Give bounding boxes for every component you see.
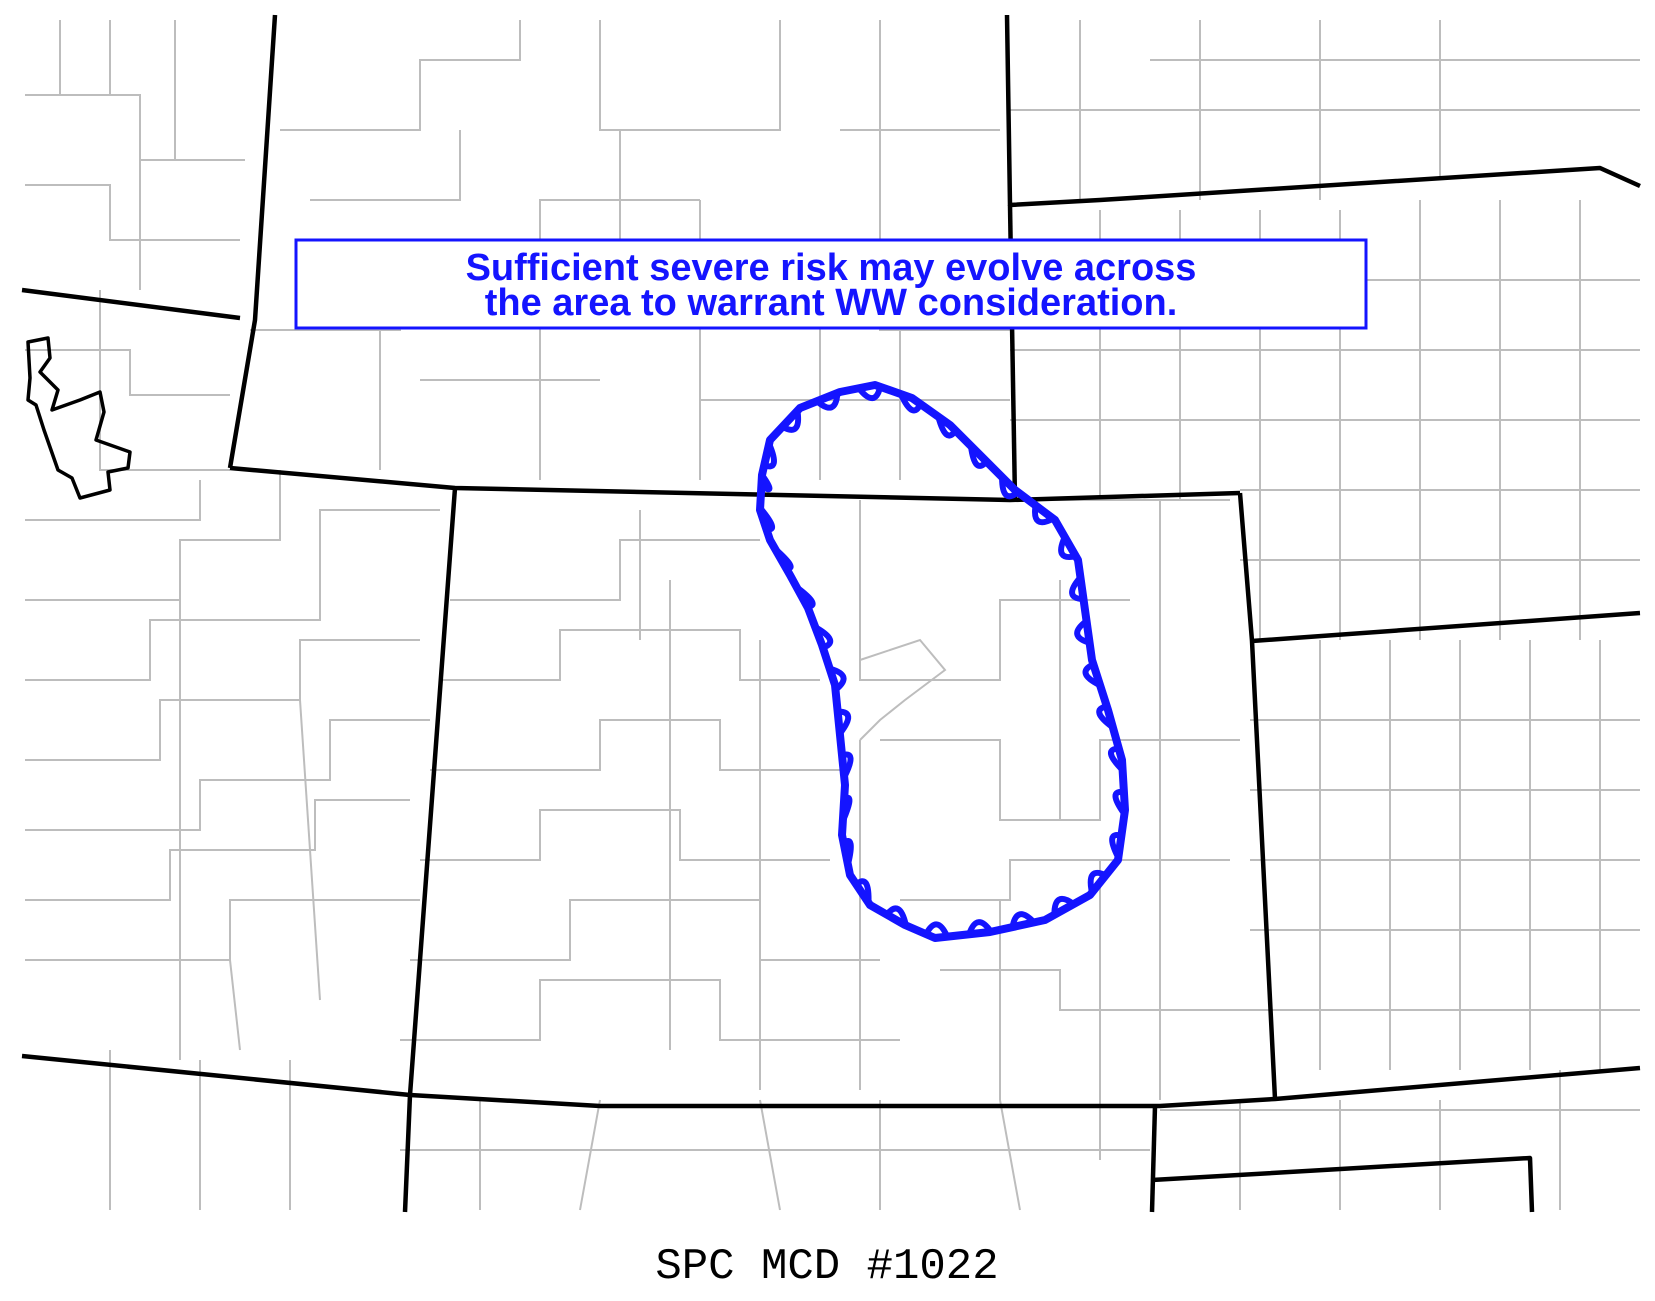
scallop-mark [813, 624, 834, 651]
annotation-line-2: the area to warrant WW consideration. [485, 282, 1178, 324]
scallop-mark [814, 392, 841, 411]
scallop-mark [841, 837, 854, 866]
county-lines [25, 20, 1640, 1211]
scallop-mark [856, 385, 884, 402]
lake-outline [26, 336, 132, 500]
scallop-mark [841, 751, 854, 779]
scallop-mark [794, 584, 816, 610]
scallop-mark [1051, 895, 1076, 915]
annotation-box: Sufficient severe risk may evolve across… [294, 238, 1368, 330]
scallop-mark [1112, 788, 1127, 816]
scallop-mark [898, 392, 924, 414]
scallop-mark [828, 665, 847, 693]
annotation-line-1: Sufficient severe risk may evolve across [466, 247, 1197, 289]
scallop-mark [773, 546, 794, 572]
scallop-mark [757, 505, 776, 533]
discussion-area-scallops [757, 385, 1127, 939]
scallop-mark [840, 794, 853, 823]
scallop-mark [1109, 832, 1123, 859]
scallop-mark [1074, 618, 1091, 646]
scallop-mark [999, 477, 1020, 500]
scallop-mark [1032, 504, 1055, 526]
scallop-mark [966, 919, 994, 936]
scallop-mark [967, 445, 989, 469]
state-boundaries [21, 14, 1641, 1213]
discussion-area-outline [756, 381, 1129, 942]
scallop-mark [884, 905, 909, 927]
annotation-border [294, 238, 1368, 330]
scallop-mark [1058, 535, 1077, 560]
discussion-area [756, 381, 1129, 942]
scallop-mark [1096, 703, 1115, 730]
scallop-mark [1087, 869, 1108, 894]
scallop-mark [759, 473, 773, 493]
scallop-mark [1082, 661, 1102, 688]
scallop-mark [780, 410, 802, 433]
scallop-mark [1069, 575, 1084, 603]
scallop-mark [837, 708, 852, 736]
scallop-mark [1108, 745, 1125, 773]
scallop-mark [1009, 911, 1037, 928]
scallop-mark [935, 415, 958, 439]
scallop-mark [763, 442, 777, 470]
scallop-mark [923, 921, 951, 939]
map-label: SPC MCD #1022 [655, 1242, 998, 1292]
scallop-mark [854, 878, 872, 903]
